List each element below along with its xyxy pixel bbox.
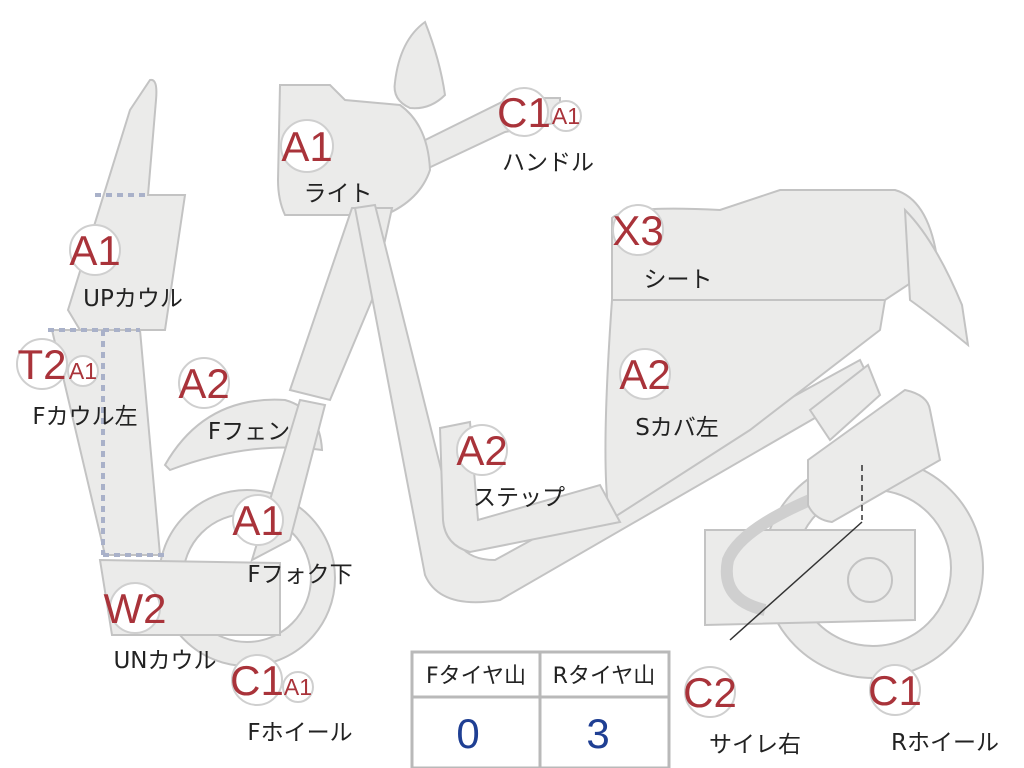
light-label: ライト	[304, 181, 373, 207]
seat-label: シート	[644, 267, 713, 293]
ffork-lower-code: A1	[232, 497, 283, 544]
uncowl-code: W2	[104, 585, 167, 632]
seat-tail-shape	[903, 207, 970, 348]
ffender-code: A2	[178, 360, 229, 407]
scooter-silhouette	[50, 20, 984, 679]
muffler-shape	[807, 388, 942, 524]
mirror-shape	[393, 20, 447, 110]
rwheel-label: Rホイール	[891, 730, 999, 756]
step-label: ステップ	[473, 485, 565, 511]
tire-table-value-front: 0	[456, 710, 479, 757]
upcowl-label: UPカウル	[83, 286, 183, 312]
upcowl-code: A1	[69, 227, 120, 274]
tire-table-header-rear: Rタイヤ山	[553, 664, 656, 689]
scover-left-code: A2	[619, 351, 670, 398]
seat-code: X3	[612, 207, 663, 254]
fwheel-code: C1	[230, 657, 284, 704]
tire-table: Fタイヤ山 Rタイヤ山 0 3	[410, 650, 671, 768]
fwheel-label: Fホイール	[247, 720, 352, 746]
rear-hub	[847, 557, 893, 603]
badges: A1 ライト C1 A1 ハンドル A1 UPカウル T2 A1 Fカウル左 A…	[16, 87, 999, 758]
ffork-lower-label: Fフォク下	[247, 562, 352, 588]
rwheel-code: C1	[868, 667, 922, 714]
fcowl-left-code: T2	[17, 341, 66, 388]
fcowl-left-sub-code: A1	[69, 358, 97, 384]
step-shape	[438, 420, 622, 554]
leader-lines	[729, 465, 863, 641]
muffler-right-code: C2	[683, 669, 737, 716]
tire-table-header-front: Fタイヤ山	[426, 664, 526, 689]
ffender-label: Fフェン	[208, 419, 290, 445]
scover-left-label: Sカバ左	[635, 415, 719, 441]
fcowl-left-label: Fカウル左	[32, 404, 137, 430]
fwheel-sub-code: A1	[284, 674, 312, 700]
light-code: A1	[281, 123, 332, 170]
exhaust-pipe-shape	[720, 494, 813, 616]
rear-shock-shape	[808, 363, 882, 442]
headlight-housing-shape	[276, 84, 432, 216]
cowl-dividers	[48, 193, 165, 557]
side-cover-left-shape	[604, 299, 887, 522]
handle-label: ハンドル	[502, 150, 594, 176]
handle-sub-code: A1	[552, 103, 580, 129]
muffler-right-label: サイレ右	[709, 732, 801, 758]
step-code: A2	[456, 427, 507, 474]
tire-table-value-rear: 3	[586, 710, 609, 757]
handle-code: C1	[497, 89, 551, 136]
uncowl-label: UNカウル	[113, 648, 216, 674]
